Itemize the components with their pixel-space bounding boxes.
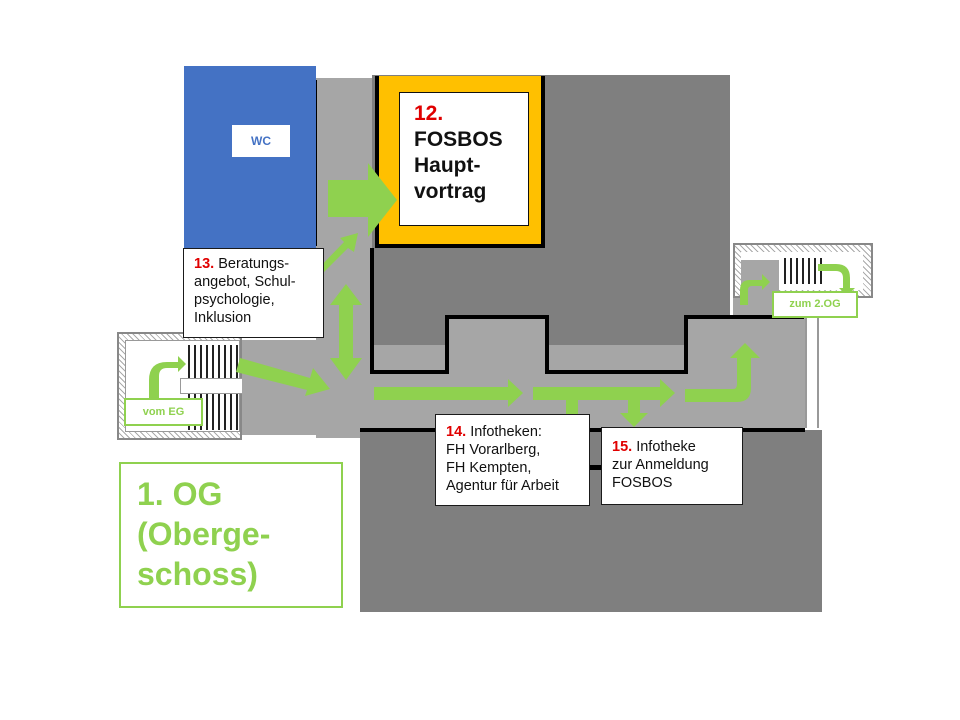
room-15-number: 15. [612,439,633,455]
stairs-to-2og-label: zum 2.OG [772,291,858,318]
room-15-line: FOSBOS [612,475,673,491]
arrow-vertical-double [330,284,362,380]
room-middle-light [445,318,548,378]
wc-room [184,66,316,248]
floor-title-line: (Oberge- [137,516,271,552]
room-12-line: Haupt- [414,154,481,177]
room-14-number: 14. [446,424,467,440]
wall [545,315,549,374]
wall [684,315,688,374]
arrow-corridor-2 [533,379,675,407]
wall [370,248,374,373]
arrow-down-room-15 [620,400,648,427]
wall [445,315,449,374]
room-12-number: 12. [414,102,444,125]
room-13-text: Beratungs- [218,256,290,272]
room-13-line: angebot, Schul- [194,274,296,290]
room-15-text: Infotheke [636,439,696,455]
room-13-line-1: 13. Beratungs- [194,255,313,273]
room-13-line: Inklusion [194,310,252,326]
room-13-number: 13. [194,256,215,272]
floor-title-line: 1. OG [137,476,223,512]
wall [445,315,548,319]
arrow-from-west-stairs [236,358,330,396]
wc-label-text: WC [251,134,271,148]
room-14-text: Infotheken: [470,424,542,440]
room-14-line: FH Kempten, [446,460,532,476]
room-14-label: 14. Infotheken: FH Vorarlberg, FH Kempte… [435,414,590,506]
room-13-line: psychologie, [194,292,275,308]
room-14-line-1: 14. Infotheken: [446,423,579,441]
arrow-vom-eg [149,356,186,398]
room-15-line: zur Anmeldung [612,457,709,473]
floor-title-box: 1. OG (Oberge- schoss) [119,462,343,608]
wall [590,465,602,470]
room-15-line-1: 15. Infotheke [612,438,732,456]
room-14-line: FH Vorarlberg, [446,442,541,458]
room-12-label: 12. FOSBOS Haupt- vortrag [399,92,529,226]
room-12-line: FOSBOS [414,128,503,151]
stairs-from-eg-text: vom EG [142,406,185,418]
stairs-from-eg-label: vom EG [124,398,203,426]
room-13-label: 13. Beratungs- angebot, Schul- psycholog… [183,248,324,338]
stairs-to-2og-text: zum 2.OG [789,298,841,310]
arrow-corridor-1 [374,379,523,407]
arrow-zum-2og [818,264,855,296]
wall [684,315,804,319]
arrow-landing-east [740,274,770,305]
arrow-turn-up-east [685,343,760,402]
wc-label: WC [232,125,290,157]
room-14-line: Agentur für Arbeit [446,478,559,494]
floor-title-line: schoss) [137,556,258,592]
east-wall-edge [805,318,819,428]
wall [370,370,448,374]
wall [545,370,687,374]
arrow-to-room-12 [328,163,397,237]
room-15-label: 15. Infotheke zur Anmeldung FOSBOS [601,427,743,505]
room-12-line: vortrag [414,180,487,203]
east-stairs [780,258,824,284]
